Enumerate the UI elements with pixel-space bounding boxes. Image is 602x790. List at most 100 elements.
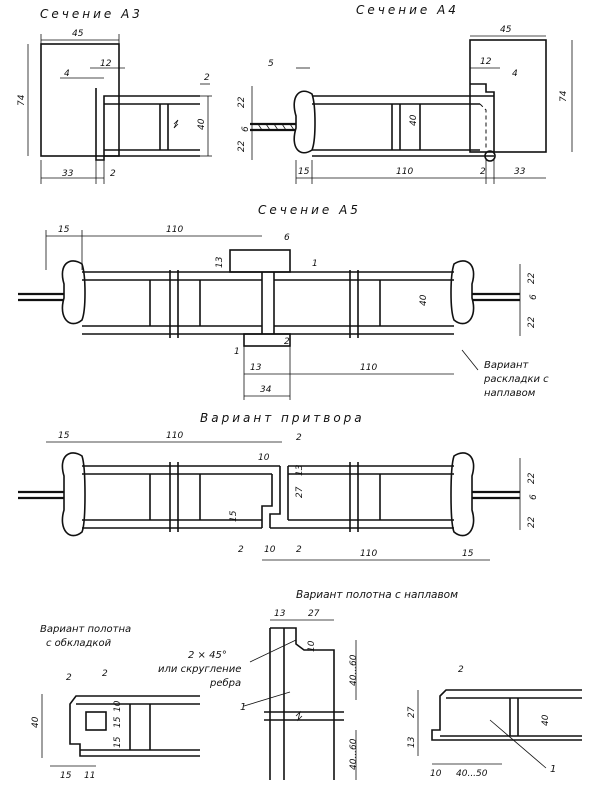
dim-a4-22b: 22 — [237, 140, 247, 152]
dim-o-2a: 2 — [66, 673, 72, 683]
dim-r-4050: 40...50 — [456, 769, 488, 779]
dim-a3-12: 12 — [100, 59, 112, 69]
dim-a4-40: 40 — [409, 114, 419, 126]
dim-p-15b: 15 — [462, 549, 474, 559]
dim-o-15b: 15 — [113, 736, 123, 748]
section-a5: Сечение А5 15 110 6 13 1 — [18, 203, 549, 400]
dim-a5-2: 2 — [284, 337, 290, 347]
dim-p-110b: 110 — [360, 549, 377, 559]
dim-a3-2b: 2 — [110, 169, 116, 179]
a4-hinge — [484, 150, 496, 162]
title-naplav: Вариант полотна с наплавом — [296, 589, 458, 601]
dim-p-2c: 2 — [296, 545, 302, 555]
dim-o-2b: 2 — [102, 669, 108, 679]
dim-a5-1a: 1 — [312, 259, 318, 269]
dim-n-13: 13 — [274, 609, 286, 619]
dim-a3-4: 4 — [64, 69, 70, 79]
dim-p-6: 6 — [529, 494, 539, 500]
dim-a5-22a: 22 — [527, 272, 537, 284]
title-pritvor: Вариант притвора — [200, 411, 365, 425]
variant-vertical: 2 × 45° или скругление ребра 13 27 10 40… — [158, 609, 359, 780]
dim-a4-74: 74 — [559, 90, 569, 102]
dim-a3-33: 33 — [62, 169, 74, 179]
dim-o-10: 10 — [113, 700, 123, 712]
p-bead-right — [450, 452, 475, 537]
dim-n-27: 27 — [308, 609, 320, 619]
dim-a4-4: 4 — [512, 69, 518, 79]
dim-p-10: 10 — [258, 453, 270, 463]
dim-a4-110: 110 — [396, 167, 413, 177]
dim-a5-110b: 110 — [360, 363, 377, 373]
dim-a3-45: 45 — [72, 29, 84, 39]
dim-n-4060a: 40...60 — [349, 654, 359, 686]
note-chamfer-1: 2 × 45° — [188, 650, 227, 661]
dim-p-13: 13 — [295, 464, 305, 476]
dim-r-13: 13 — [407, 736, 417, 748]
a4-bead — [293, 90, 316, 154]
title-a4: Сечение А4 — [356, 3, 459, 17]
dim-a5-15: 15 — [58, 225, 70, 235]
dim-p-22a: 22 — [527, 472, 537, 484]
dim-p-110: 110 — [166, 431, 183, 441]
note-raskladka-3: наплавом — [484, 388, 536, 399]
dim-p-27: 27 — [295, 486, 305, 498]
a5-strip-bottom — [243, 333, 291, 347]
title-a3: Сечение А3 — [40, 7, 143, 21]
note-chamfer-2: или скругление — [158, 664, 241, 675]
dim-o-15a: 15 — [113, 716, 123, 728]
dim-a3-40: 40 — [197, 118, 207, 130]
dim-a4-15: 15 — [298, 167, 310, 177]
dim-a3-2r: 2 — [204, 73, 210, 83]
note-oblkladka-1: Вариант полотна — [40, 624, 131, 635]
dim-a4-22a: 22 — [237, 96, 247, 108]
dim-a5-110: 110 — [166, 225, 183, 235]
section-naplav: Вариант полотна с наплавом Вариант полот… — [31, 589, 582, 781]
dim-a5-13b: 13 — [250, 363, 262, 373]
a5-strip-top — [229, 249, 291, 273]
dim-r-40: 40 — [541, 714, 551, 726]
dim-a5-34: 34 — [260, 385, 272, 395]
dim-a4-6: 6 — [241, 126, 251, 132]
dim-p-2b: 2 — [238, 545, 244, 555]
dim-a3-74: 74 — [17, 94, 27, 106]
dim-p-15: 15 — [58, 431, 70, 441]
dim-o-11: 11 — [84, 771, 95, 781]
dim-p-10b: 10 — [264, 545, 276, 555]
leader-1a: 1 — [240, 702, 246, 713]
note-raskladka-1: Вариант — [484, 360, 530, 371]
p-bead-left — [61, 452, 86, 537]
note-oblkladka-2: с обкладкой — [46, 637, 112, 649]
dim-o-40: 40 — [31, 716, 41, 728]
dim-a4-12: 12 — [480, 57, 492, 67]
dim-r-2: 2 — [458, 665, 464, 675]
dim-a5-6r: 6 — [529, 294, 539, 300]
variant-naplav-right: 2 27 13 40 10 40...50 1 — [407, 665, 582, 779]
a5-bead-right — [450, 260, 475, 325]
section-a4: Сечение А4 45 5 12 4 74 22 6 22 40 — [237, 3, 573, 184]
note-chamfer-3: ребра — [209, 677, 241, 689]
section-a3: Сечение А3 45 12 4 2 74 40 33 2 — [17, 7, 212, 184]
dim-a4-45: 45 — [500, 25, 512, 35]
dim-a5-13: 13 — [215, 256, 225, 268]
dim-a4-5: 5 — [268, 59, 274, 69]
dim-r-1: 1 — [550, 764, 556, 775]
a5-bead-left — [61, 260, 86, 325]
dim-p-2: 2 — [296, 433, 302, 443]
dim-r-27: 27 — [407, 706, 417, 718]
section-pritvor: Вариант притвора 15 110 2 10 13 27 15 — [18, 411, 539, 561]
variant-oblkladka: Вариант полотна с обкладкой 2 2 40 10 15… — [31, 624, 200, 781]
dim-a5-6: 6 — [284, 233, 290, 243]
dim-a5-40: 40 — [419, 294, 429, 306]
dim-p-22b: 22 — [527, 516, 537, 528]
dim-n-4060b: 40...60 — [349, 738, 359, 770]
dim-n-10: 10 — [307, 640, 317, 652]
dim-a5-22b: 22 — [527, 316, 537, 328]
dim-a4-33: 33 — [514, 167, 526, 177]
dim-a5-1b: 1 — [234, 347, 240, 357]
dim-r-10: 10 — [430, 769, 442, 779]
a3-frame — [40, 43, 120, 157]
dim-o-15: 15 — [60, 771, 72, 781]
dim-p-15v: 15 — [229, 510, 239, 522]
